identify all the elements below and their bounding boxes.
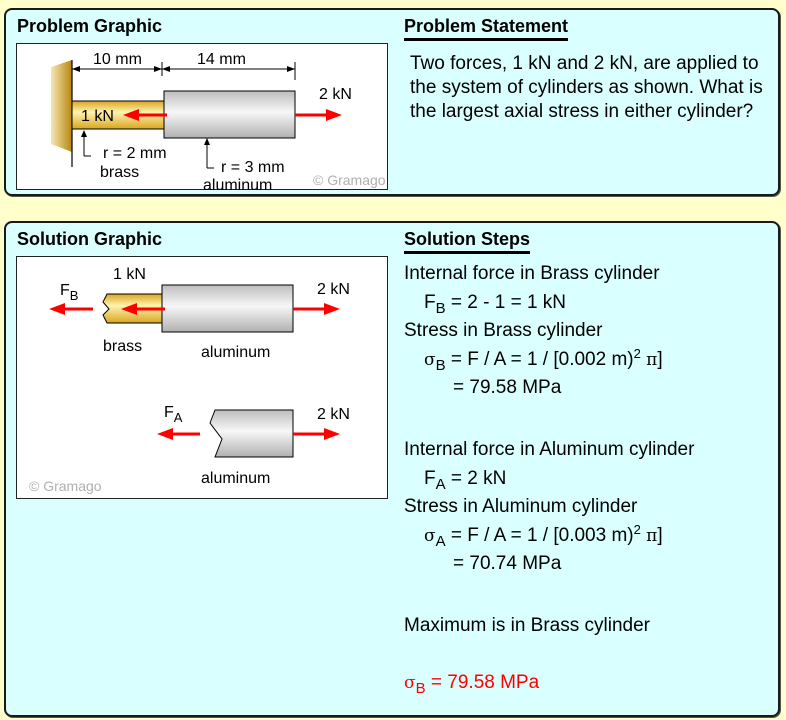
aluminum-label: aluminum (203, 177, 272, 191)
dim-aluminum-length: 14 mm (197, 51, 246, 68)
brass-radius-label: r = 2 mm (103, 145, 167, 162)
fbd1-applied-force-left-label: 1 kN (113, 266, 146, 283)
force-arrowhead (123, 109, 139, 121)
brass-stress-heading: Stress in Brass cylinder (404, 320, 603, 341)
solution-panel: Solution Graphic © Gramago 1 kN FB (4, 221, 780, 717)
solution-graphic-title: Solution Graphic (17, 229, 163, 249)
problem-panel: Problem Graphic © Gram (4, 8, 780, 196)
fbd1-aluminum-label: aluminum (201, 344, 270, 361)
force-left-label: 1 kN (81, 108, 114, 125)
problem-statement-title: Problem Statement (404, 16, 569, 41)
brass-stress-equation: σB = F / A = 1 / [0.002 m)2 π] (424, 346, 663, 374)
problem-graphic-title: Problem Graphic (17, 16, 163, 36)
fbd2-aluminum-label: aluminum (201, 470, 270, 487)
fbd2-aluminum-section (209, 409, 294, 458)
aluminum-stress-result: = 70.74 MPa (453, 553, 562, 574)
dim-brass-length: 10 mm (93, 51, 142, 68)
brass-stress-result: = 79.58 MPa (453, 377, 562, 398)
brass-force-heading: Internal force in Brass cylinder (404, 263, 660, 284)
aluminum-force-heading: Internal force in Aluminum cylinder (404, 439, 695, 460)
dim-arrowhead (72, 66, 80, 72)
aluminum-radius-label: r = 3 mm (221, 159, 285, 176)
problem-graphic: © Gramago 10 mm 14 mm 1 kN (16, 43, 388, 191)
aluminum-force-equation: FA = 2 kN (424, 468, 507, 493)
aluminum-stress-heading: Stress in Aluminum cylinder (404, 496, 638, 517)
force-right-label: 2 kN (319, 86, 352, 103)
brass-force-equation: FB = 2 - 1 = 1 kN (424, 292, 567, 317)
fbd2-applied-force-label: 2 kN (317, 406, 350, 423)
watermark: © Gramago (313, 172, 386, 188)
aluminum-stress-equation: σA = F / A = 1 / [0.003 m)2 π] (424, 522, 663, 550)
brass-label: brass (100, 164, 139, 181)
final-answer: σB = 79.58 MPa (404, 672, 540, 697)
fbd1-applied-force-right-label: 2 kN (317, 281, 350, 298)
conclusion-text: Maximum is in Brass cylinder (404, 615, 650, 636)
fbd1-internal-force-label: FB (60, 282, 78, 303)
fbd1-brass-label: brass (103, 338, 142, 355)
solution-graphic: © Gramago 1 kN FB 2 kN brass aluminum FA (16, 256, 388, 499)
aluminum-cylinder (163, 90, 296, 139)
fbd2-internal-force-label: FA (164, 404, 183, 425)
problem-statement-text: Two forces, 1 kN and 2 kN, are applied t… (410, 53, 763, 122)
wall-support (51, 60, 72, 152)
solution-steps-title: Solution Steps (404, 229, 530, 254)
fbd1-aluminum-cylinder (161, 284, 294, 333)
problem-diagram: © Gramago 10 mm 14 mm 1 kN (51, 51, 386, 191)
solution-diagram: © Gramago 1 kN FB 2 kN brass aluminum FA (29, 266, 350, 494)
watermark: © Gramago (29, 478, 102, 494)
